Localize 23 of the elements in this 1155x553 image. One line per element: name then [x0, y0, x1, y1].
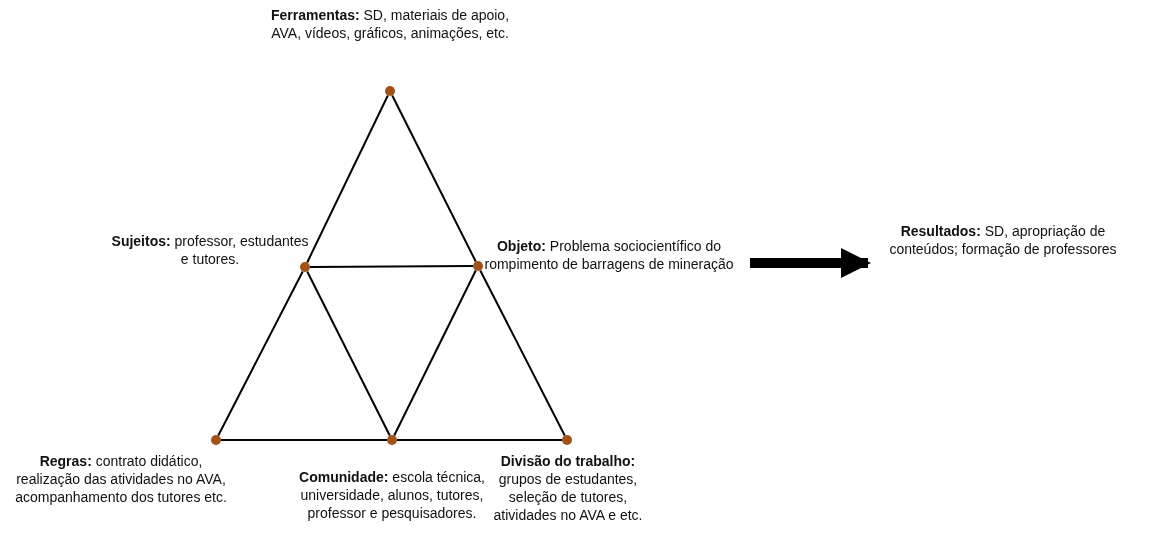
vertex-label: Objeto: Problema sociocientífico do rompimento de barragens de mineração: [483, 237, 735, 273]
connector-line: [396, 439, 563, 441]
vertex-label: Divisão do trabalho: grupos de estudantes, seleção de tutores, atividades no AVA e etc.: [492, 452, 644, 524]
connector-line: [217, 270, 304, 437]
connector-line: [309, 265, 474, 268]
connector-line: [220, 439, 388, 441]
vertex-dot: [300, 262, 310, 272]
connector-line: [306, 270, 391, 437]
vertex-dot: [387, 435, 397, 445]
vertex-dot: [473, 261, 483, 271]
vertex-label: Comunidade: escola técnica, universidade, alunos, tutores, professor e pesquisadores.: [298, 468, 486, 522]
vertex-dot: [562, 435, 572, 445]
connector-line: [391, 94, 477, 263]
result-text: Resultados: SD, apropriação de conteúdos; formação de professores: [868, 222, 1138, 258]
vertex-dot: [211, 435, 221, 445]
connector-line: [306, 94, 389, 264]
vertex-dot: [385, 86, 395, 96]
connector-line: [393, 269, 477, 437]
arrow: [750, 248, 871, 278]
vertex-label: Ferramentas: SD, materiais de apoio, AVA, vídeos, gráficos, animações, etc.: [269, 6, 511, 42]
vertex-label: Sujeitos: professor, estudantes e tutores.: [110, 232, 310, 268]
vertex-label: Regras: contrato didático, realização das atividades no AVA, acompanhamento dos tutores etc.: [14, 452, 228, 506]
connector-line: [479, 269, 566, 437]
